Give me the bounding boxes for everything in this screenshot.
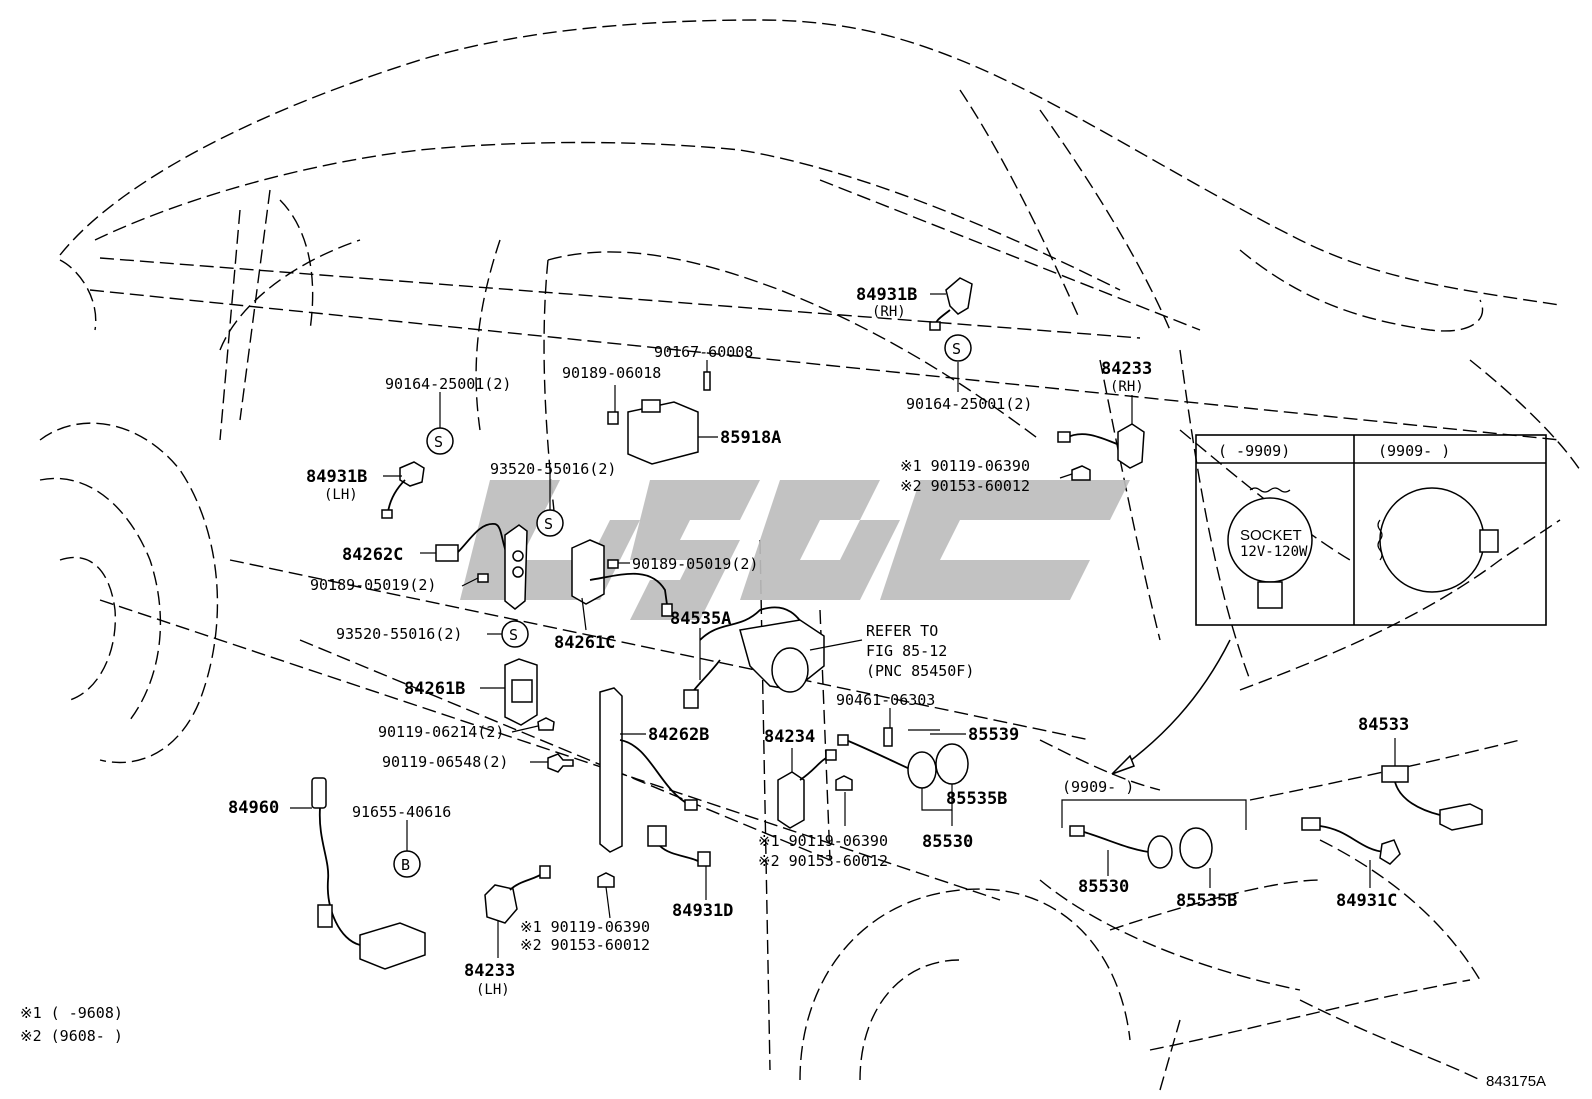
label-refer-line-1: REFER TO [866,622,938,640]
label-rh-1: (RH) [872,304,906,320]
part-84262b [599,687,698,853]
clip-s-1-letter: S [434,433,443,451]
label-90189-05019-a: 90189-05019(2) [310,576,436,594]
label-rh-2: (RH) [1110,379,1144,395]
clip-s-4 [944,334,972,362]
label-refer-line-3: (PNC 85450F) [866,662,974,680]
label-footnote-1: ※1 ( -9608) [20,1004,123,1022]
part-84931b-lh [381,461,425,519]
pointer-arrow [1117,639,1231,771]
label-90189-06018: 90189-06018 [562,364,661,382]
label-lh-2: (LH) [476,982,510,998]
label-93520-55016-b: 93520-55016(2) [490,460,616,478]
label-90461-06303: 90461-06303 [836,691,935,709]
label-84233-rh: 84233 [1101,359,1152,379]
socket-inset-box [1195,434,1547,626]
label-note-1-b: ※1 90119-06390 [900,457,1030,475]
part-85918a [607,371,711,465]
label-lower-from-9909: (9909- ) [1062,778,1134,796]
leader-lines [290,293,1396,958]
bolt-lower-mid [597,872,615,888]
bolt-center [835,775,853,791]
label-socket-rating: 12V-120W [1240,544,1308,560]
label-90167-60008: 90167-60008 [654,343,753,361]
part-84533 [1381,765,1483,831]
label-84535a: 84535A [670,609,731,629]
part-84261c [571,539,673,617]
clip-s-2-letter: S [544,515,553,533]
vehicle-outline [39,19,1581,1091]
label-85535b-center: 85535B [946,789,1007,809]
clip-b-letter: B [401,856,410,874]
label-93520-55016-a: 93520-55016(2) [336,625,462,643]
label-note-2-b: ※2 90153-60012 [900,477,1030,495]
label-85530-rh: 85530 [1078,877,1129,897]
label-84931d: 84931D [672,901,733,921]
part-84931d [647,825,711,867]
label-inset-to-9909: ( -9909) [1218,442,1290,460]
watermark-logo [460,480,1130,620]
part-84931b-rh [929,277,973,331]
part-85530-rh [1061,799,1247,869]
label-84261b: 84261B [404,679,465,699]
part-84234 [777,749,837,829]
label-90164-25001-lh: 90164-25001(2) [385,375,511,393]
label-90119-06214: 90119-06214(2) [378,723,504,741]
clip-s-4-letter: S [952,340,961,358]
part-84233-lh [484,865,551,924]
label-84234: 84234 [764,727,815,747]
part-85530-center [837,727,969,789]
label-84533: 84533 [1358,715,1409,735]
part-84261b [504,658,555,731]
labels: 90164-25001(2) S 84931B (LH) 84262C 9018… [20,285,1546,1090]
label-90164-25001-rh: 90164-25001(2) [906,395,1032,413]
label-inset-from-9909: (9909- ) [1378,442,1450,460]
label-84931c: 84931C [1336,891,1397,911]
label-84261c: 84261C [554,633,615,653]
label-84262c: 84262C [342,545,403,565]
label-85535b-rh: 85535B [1176,891,1237,911]
label-84960: 84960 [228,798,279,818]
label-84931b-lh: 84931B [306,467,367,487]
label-socket: SOCKET [1240,527,1302,544]
parts [311,277,1547,970]
label-note-2-a: ※2 90153-60012 [520,936,650,954]
label-84233-lh: 84233 [464,961,515,981]
label-note-2-c: ※2 90153-60012 [758,852,888,870]
part-84233-rh [1057,423,1145,469]
label-footnote-2: ※2 (9608- ) [20,1027,123,1045]
bolt-rh [1071,465,1091,481]
bolt-90119-06548 [547,753,574,773]
part-84960 [311,777,426,970]
label-84931b-rh: 84931B [856,285,917,305]
label-note-1-a: ※1 90119-06390 [520,918,650,936]
label-note-1-c: ※1 90119-06390 [758,832,888,850]
part-84931c [1301,817,1401,865]
label-85918a: 85918A [720,428,781,448]
label-91655-40616: 91655-40616 [352,803,451,821]
label-refer-line-2: FIG 85-12 [866,642,947,660]
label-90119-06548: 90119-06548(2) [382,753,508,771]
label-lh-1: (LH) [324,487,358,503]
label-84262b: 84262B [648,725,709,745]
clip-s-3-letter: S [509,626,518,644]
label-85539: 85539 [968,725,1019,745]
diagram-code: 843175A [1486,1073,1546,1090]
label-85530-center: 85530 [922,832,973,852]
label-90189-05019-b: 90189-05019(2) [632,555,758,573]
part-84535a [683,606,825,709]
